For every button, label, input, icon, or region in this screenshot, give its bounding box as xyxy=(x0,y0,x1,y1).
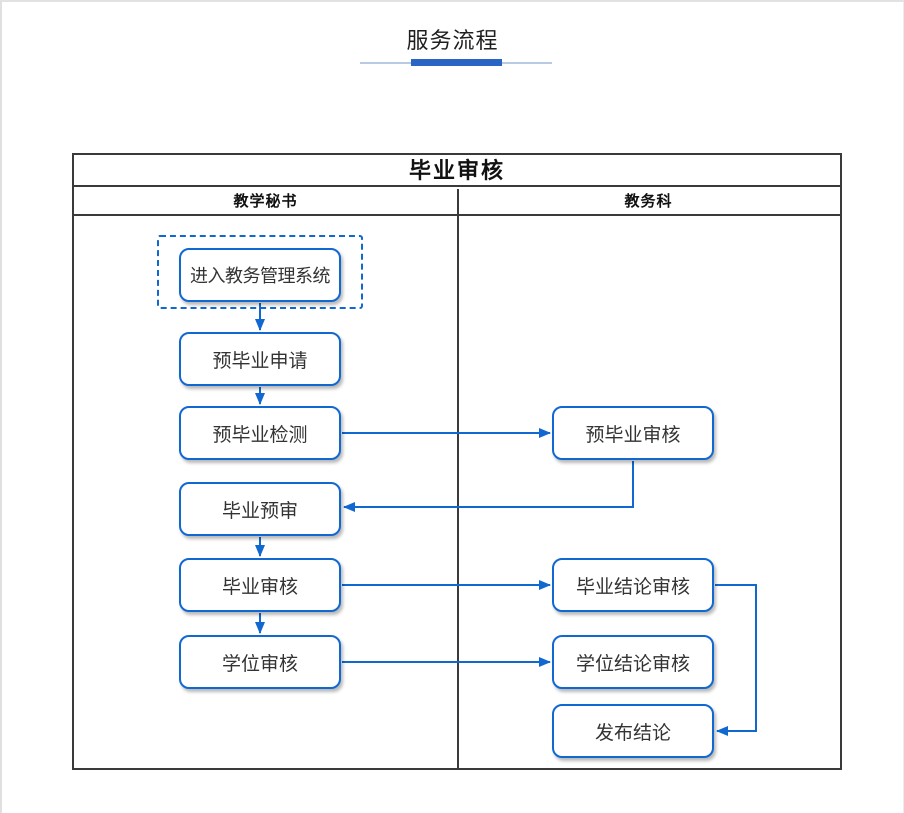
node-degree-review: 学位审核 xyxy=(179,635,341,689)
start-group-dashed-outline xyxy=(157,235,363,309)
node-pre-grad-apply: 预毕业申请 xyxy=(179,332,341,386)
page-title: 服务流程 xyxy=(406,28,499,53)
title-underline-accent-bar xyxy=(411,59,502,66)
lane-divider xyxy=(457,189,459,768)
node-enter-system: 进入教务管理系统 xyxy=(179,248,341,302)
node-degree-conclusion-audit: 学位结论审核 xyxy=(552,635,714,689)
lane-header-academic-affairs-section: 教务科 xyxy=(624,193,673,210)
node-pre-grad-audit: 预毕业审核 xyxy=(552,406,714,460)
node-grad-pre-review: 毕业预审 xyxy=(179,482,341,536)
node-grad-review: 毕业审核 xyxy=(179,558,341,612)
lane-header-teaching-secretary: 教学秘书 xyxy=(233,193,298,210)
flowchart-title: 毕业审核 xyxy=(74,155,840,187)
node-pre-grad-check: 预毕业检测 xyxy=(179,406,341,460)
node-grad-conclusion-audit: 毕业结论审核 xyxy=(552,558,714,612)
node-publish-conclusion: 发布结论 xyxy=(552,704,714,758)
